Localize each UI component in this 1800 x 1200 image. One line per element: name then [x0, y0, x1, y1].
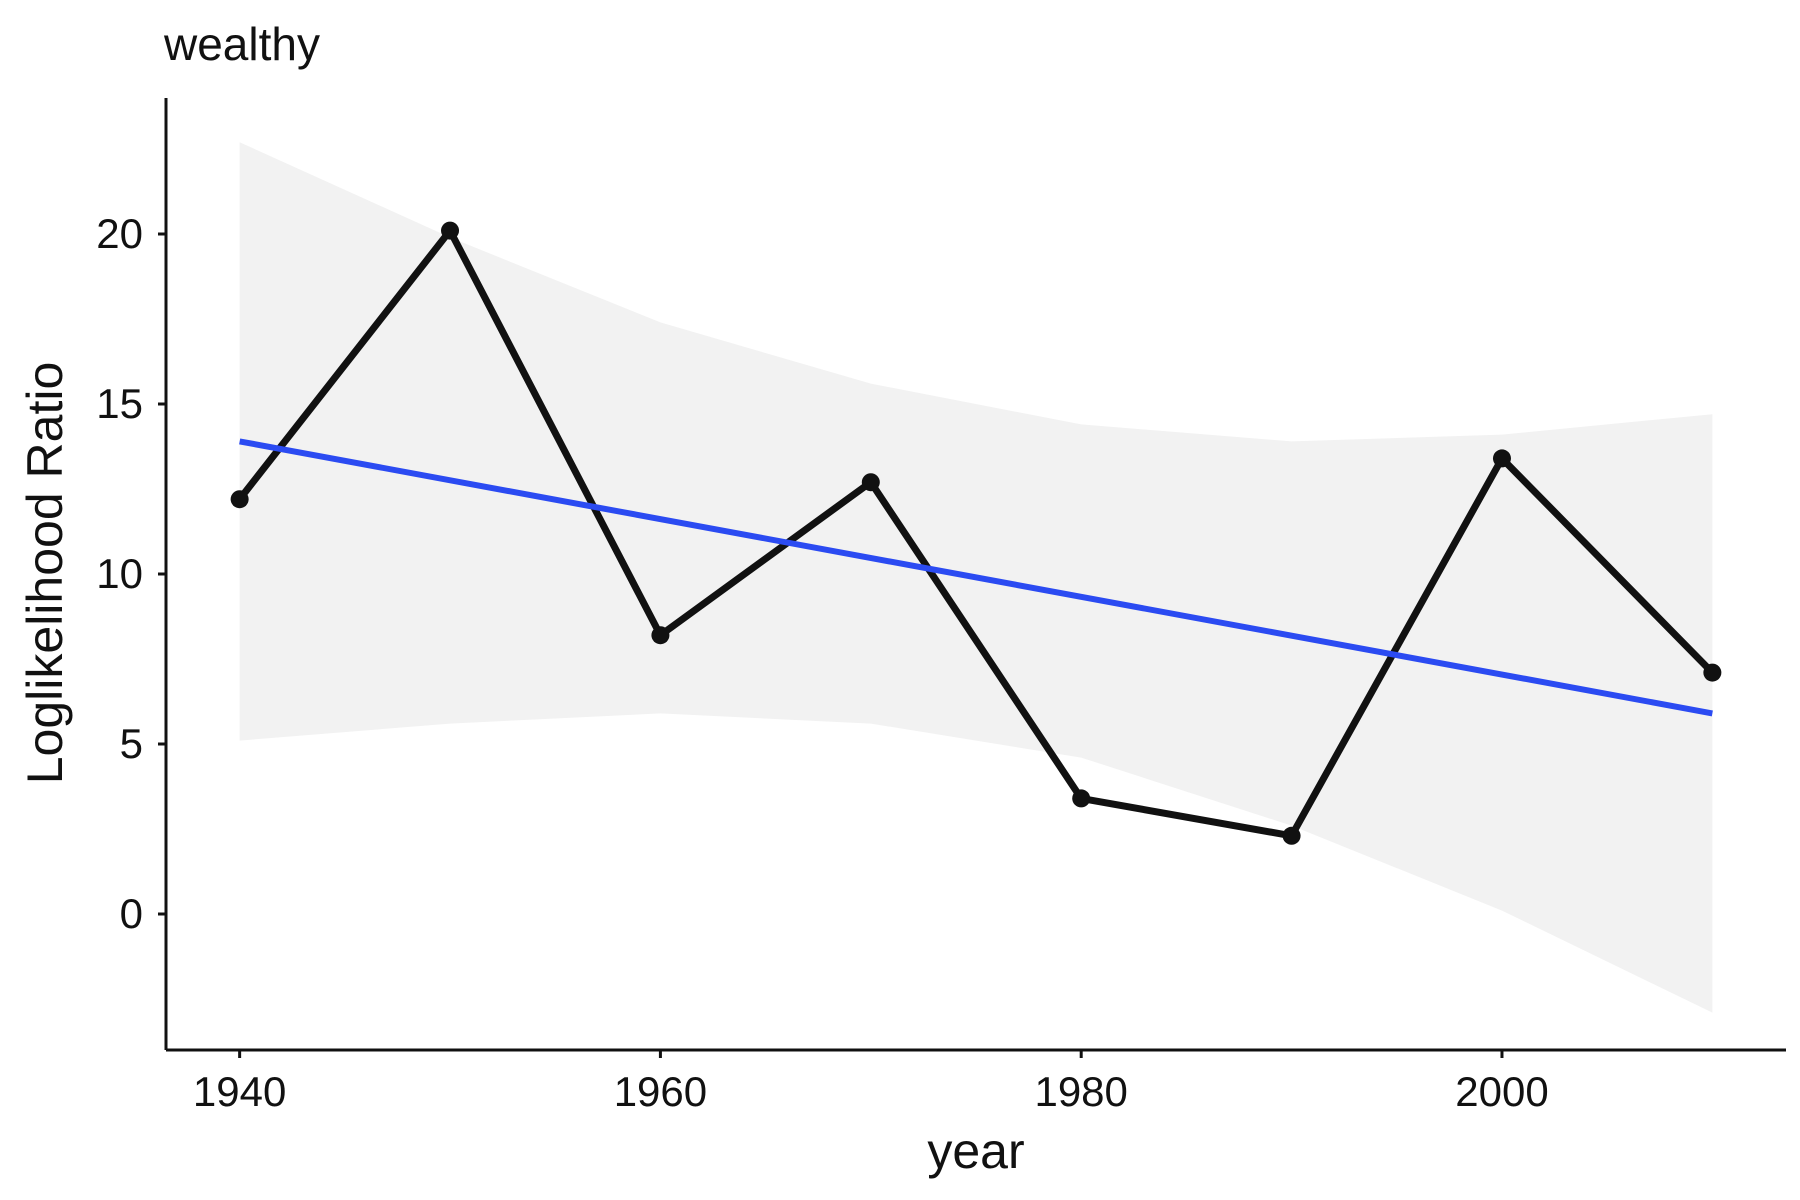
data-point — [1282, 826, 1301, 845]
data-point — [1703, 663, 1722, 682]
x-tick-label: 1980 — [1034, 1068, 1127, 1115]
x-tick-label: 1940 — [193, 1068, 286, 1115]
data-point — [651, 626, 670, 645]
y-axis-title: Loglikelihood Ratio — [17, 362, 73, 785]
x-axis-ticks: 1940 1960 1980 2000 — [193, 1050, 1549, 1115]
y-tick-label: 5 — [120, 720, 143, 767]
y-axis-ticks: 0 5 10 15 20 — [96, 210, 166, 937]
data-point — [230, 490, 249, 509]
y-tick-label: 20 — [96, 210, 143, 257]
data-point — [441, 221, 460, 240]
x-tick-label: 1960 — [614, 1068, 707, 1115]
series-line — [236, 227, 1715, 840]
trend-line — [239, 438, 1713, 717]
y-tick-label: 10 — [96, 550, 143, 597]
y-tick-label: 0 — [120, 890, 143, 937]
chart-title: wealthy — [163, 18, 320, 70]
data-point — [1072, 789, 1091, 808]
y-tick-label: 15 — [96, 380, 143, 427]
data-point — [1492, 449, 1511, 468]
data-points — [230, 221, 1722, 845]
x-axis-title: year — [927, 1123, 1024, 1179]
data-series — [236, 227, 1715, 840]
data-point — [861, 473, 880, 492]
x-tick-label: 2000 — [1455, 1068, 1548, 1115]
